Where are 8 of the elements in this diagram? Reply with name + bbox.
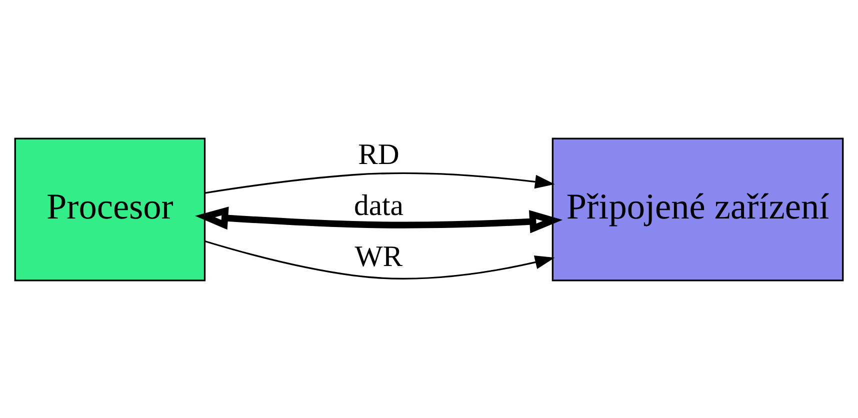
node-box: Připojené zařízení <box>552 137 844 281</box>
arrow <box>205 172 555 194</box>
edge-label: WR <box>354 240 403 273</box>
arrow <box>195 206 563 233</box>
edge-label: RD <box>358 138 400 170</box>
edge-label: data <box>354 190 404 222</box>
node-box: Procesor <box>14 137 206 281</box>
arrow <box>204 240 555 279</box>
